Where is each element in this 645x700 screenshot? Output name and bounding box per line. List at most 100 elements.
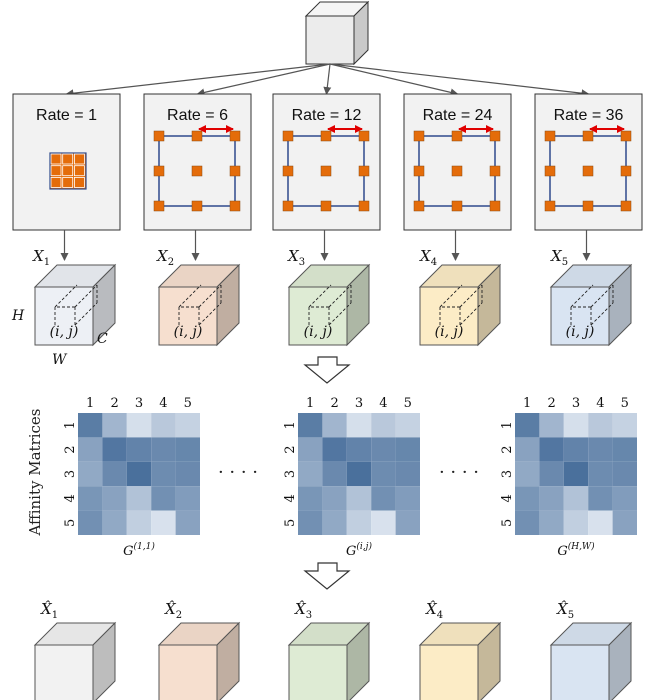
matrix-cell (515, 510, 540, 535)
row-index: 2 (283, 445, 298, 453)
matrix-cell (395, 510, 420, 535)
matrix-cell (588, 461, 613, 487)
position-label: (i, j) (435, 324, 464, 340)
column-index: 3 (355, 396, 363, 411)
output-label: X̂5 (556, 600, 574, 621)
row-index: 3 (63, 470, 78, 478)
dilated-cell (191, 165, 203, 177)
dilated-cell (191, 200, 203, 212)
matrix-cell (175, 461, 200, 487)
feature-map-cube-1: (i, j) (33, 263, 117, 347)
output-cube-5 (549, 621, 633, 700)
kernel-cell (50, 153, 62, 165)
matrix-cell (612, 437, 637, 462)
matrix-cell (78, 510, 103, 535)
matrix-cell (588, 437, 613, 462)
matrix-cell (322, 437, 347, 462)
matrix-cell (78, 486, 103, 511)
dilated-cell (544, 200, 556, 212)
matrix-cell (102, 461, 127, 487)
height-label: H (11, 308, 25, 324)
dilated-cell (282, 165, 294, 177)
dilated-cell (451, 165, 463, 177)
dilated-cell (282, 130, 294, 142)
dilated-cell (191, 130, 203, 142)
dilated-cell (582, 165, 594, 177)
dilated-cell (582, 200, 594, 212)
matrix-cell (346, 413, 372, 438)
output-label: X̂3 (294, 600, 312, 621)
matrix-cell (539, 486, 564, 511)
row-index: 5 (500, 519, 515, 527)
row-index: 1 (500, 421, 515, 429)
dilated-cell (451, 130, 463, 142)
column-index: 5 (184, 396, 192, 411)
feature-map-cube-4: (i, j) (418, 263, 502, 347)
matrix-cell (563, 437, 589, 462)
matrix-cell (371, 461, 396, 487)
column-index: 4 (379, 396, 387, 411)
matrix-cell (395, 486, 420, 511)
dilated-cell (229, 130, 241, 142)
matrix-cell (346, 486, 372, 511)
row-index: 4 (500, 494, 515, 502)
feature-map-label: X4 (419, 247, 437, 268)
matrix-cell (515, 437, 540, 462)
matrix-cell (78, 413, 103, 438)
matrix-cell (175, 510, 200, 535)
matrix-cell (151, 510, 176, 535)
ellipsis-right: · · · · (439, 462, 479, 483)
dilated-cell (153, 165, 165, 177)
matrix-cell (151, 437, 176, 462)
dilated-cell (413, 200, 425, 212)
matrix-cell (515, 461, 540, 487)
matrix-cell (151, 413, 176, 438)
dilated-cell (451, 200, 463, 212)
row-index: 4 (283, 494, 298, 502)
matrix-cell (102, 437, 127, 462)
dilated-cell (320, 200, 332, 212)
dilated-cell (544, 130, 556, 142)
row-index: 3 (283, 470, 298, 478)
matrix-cell (78, 461, 103, 487)
rate-panel-5: Rate = 36 (329, 63, 643, 261)
rate-label: Rate = 36 (554, 107, 624, 124)
matrix-cell (395, 461, 420, 487)
matrix-cell (563, 413, 589, 438)
matrix-cell (371, 510, 396, 535)
feature-map-label: X3 (287, 247, 305, 268)
matrix-cell (175, 413, 200, 438)
row-index: 1 (63, 421, 78, 429)
matrix-cell (612, 413, 637, 438)
affinity-side-label: Affinity Matrices (26, 408, 44, 536)
matrix-cell (298, 437, 323, 462)
row-index: 1 (283, 421, 298, 429)
rate-label: Rate = 6 (167, 107, 228, 124)
matrix-cell (175, 486, 200, 511)
matrix-cell (78, 437, 103, 462)
branch-arrow (329, 63, 590, 98)
matrix-cell (539, 413, 564, 438)
branch-arrow (196, 63, 331, 97)
column-index: 1 (523, 396, 531, 411)
kernel-cell (62, 153, 74, 165)
position-label: (i, j) (50, 324, 79, 340)
rate-panel-4: Rate = 24 (329, 63, 512, 261)
matrix-cell (298, 486, 323, 511)
position-label: (i, j) (174, 324, 203, 340)
matrix-cell (588, 413, 613, 438)
feature-map-label: X1 (32, 247, 50, 268)
matrix-cell (126, 510, 152, 535)
output-label: X̂1 (40, 600, 58, 621)
dilated-cell (489, 200, 501, 212)
matrix-cell (298, 510, 323, 535)
rate-label: Rate = 12 (292, 107, 362, 124)
matrix-cell (298, 413, 323, 438)
kernel-cell (74, 153, 85, 165)
output-cube-1 (33, 621, 117, 700)
dilated-cell (544, 165, 556, 177)
row-index: 5 (63, 519, 78, 527)
matrix-cell (588, 486, 613, 511)
